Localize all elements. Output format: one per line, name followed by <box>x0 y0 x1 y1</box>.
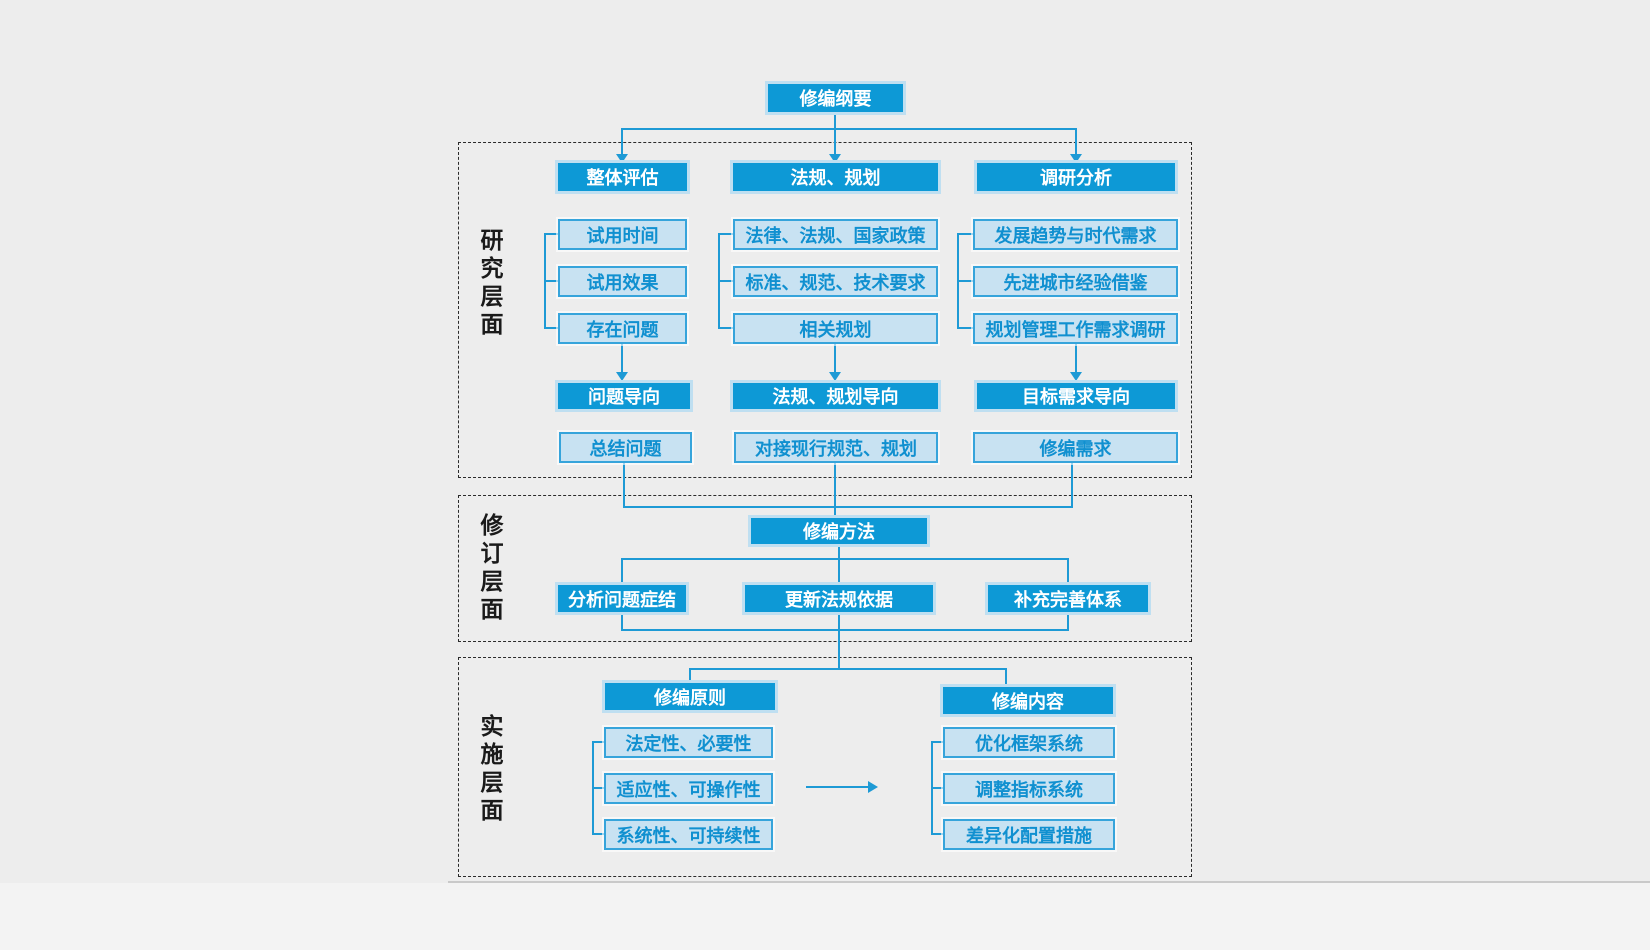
arrow-right-icon <box>868 781 878 793</box>
connector-line <box>1071 463 1073 508</box>
content-item-box: 优化框架系统 <box>943 727 1115 758</box>
page-edge-divider <box>448 881 1650 883</box>
method-box: 修编方法 <box>751 518 927 544</box>
connector-line <box>621 128 623 155</box>
column-header-research: 调研分析 <box>977 163 1175 191</box>
bracket-line <box>718 280 733 282</box>
output-box: 修编需求 <box>973 432 1178 463</box>
connector-line <box>623 463 625 508</box>
bracket-line <box>718 233 733 235</box>
connector-line <box>1067 612 1069 630</box>
connector-line <box>1075 344 1077 373</box>
connector-line <box>834 344 836 373</box>
connector-line <box>621 344 623 373</box>
output-box: 对接现行规范、规划 <box>734 432 938 463</box>
connector-line <box>621 629 1069 631</box>
connector-line <box>838 612 840 630</box>
branch-box: 补充完善体系 <box>988 585 1148 612</box>
output-box: 总结问题 <box>559 432 692 463</box>
connector-line <box>834 463 836 519</box>
arrow-down-icon <box>829 154 841 163</box>
revision-section-frame <box>458 495 1192 642</box>
bracket-line <box>931 787 943 789</box>
bracket-line <box>957 327 973 329</box>
bracket-line <box>592 833 604 835</box>
sub-item-box: 先进城市经验借鉴 <box>973 266 1178 297</box>
research-section-frame <box>458 142 1192 478</box>
bracket-line <box>931 741 943 743</box>
section-label-implementation: 实施层面 <box>477 714 503 826</box>
orientation-box: 目标需求导向 <box>977 383 1175 409</box>
bracket-line <box>957 233 973 235</box>
sub-item-box: 标准、规范、技术要求 <box>733 266 938 297</box>
bracket-line <box>544 327 558 329</box>
branch-box: 更新法规依据 <box>745 585 933 612</box>
bracket-line <box>957 280 973 282</box>
section-label-revision: 修订层面 <box>477 513 503 625</box>
connector-line <box>1075 128 1077 155</box>
implementation-section-frame <box>458 657 1192 877</box>
bracket-line <box>931 833 943 835</box>
orientation-box: 法规、规划导向 <box>733 383 938 409</box>
connector-line <box>689 668 691 684</box>
arrow-down-icon <box>616 372 628 381</box>
arrow-down-icon <box>616 154 628 163</box>
contents-header-box: 修编内容 <box>943 687 1113 714</box>
connector-line <box>621 128 1077 130</box>
arrow-down-icon <box>829 372 841 381</box>
connector-line <box>621 612 623 630</box>
connector-line <box>621 558 1069 560</box>
connector-line <box>834 128 836 155</box>
content-item-box: 调整指标系统 <box>943 773 1115 804</box>
sub-item-box: 规划管理工作需求调研 <box>973 313 1178 344</box>
sub-item-box: 法律、法规、国家政策 <box>733 219 938 250</box>
branch-box: 分析问题症结 <box>558 585 686 612</box>
column-header-evaluation: 整体评估 <box>558 163 687 191</box>
bracket-line <box>544 233 558 235</box>
principle-item-box: 系统性、可持续性 <box>604 819 773 850</box>
sub-item-box: 相关规划 <box>733 313 938 344</box>
bracket-line <box>718 327 733 329</box>
column-header-regulations: 法规、规划 <box>733 163 938 191</box>
root-outline-box: 修编纲要 <box>768 84 903 112</box>
connector-line <box>806 786 868 788</box>
sub-item-box: 存在问题 <box>558 313 687 344</box>
content-item-box: 差异化配置措施 <box>943 819 1115 850</box>
connector-line <box>834 112 836 129</box>
page-bottom-area <box>0 883 1650 950</box>
bracket-line <box>592 787 604 789</box>
arrow-down-icon <box>1070 154 1082 163</box>
connector-line <box>623 506 1073 508</box>
connector-line <box>689 668 1007 670</box>
sub-item-box: 试用时间 <box>558 219 687 250</box>
orientation-box: 问题导向 <box>558 383 690 409</box>
section-label-research: 研究层面 <box>477 228 503 340</box>
principles-header-box: 修编原则 <box>605 683 775 710</box>
connector-line <box>621 558 623 586</box>
sub-item-box: 发展趋势与时代需求 <box>973 219 1178 250</box>
connector-line <box>1005 668 1007 688</box>
bracket-line <box>544 280 558 282</box>
arrow-down-icon <box>1070 372 1082 381</box>
principle-item-box: 法定性、必要性 <box>604 727 773 758</box>
connector-line <box>1067 558 1069 586</box>
connector-line <box>838 544 840 586</box>
connector-line <box>838 629 840 670</box>
sub-item-box: 试用效果 <box>558 266 687 297</box>
bracket-line <box>592 741 604 743</box>
principle-item-box: 适应性、可操作性 <box>604 773 773 804</box>
